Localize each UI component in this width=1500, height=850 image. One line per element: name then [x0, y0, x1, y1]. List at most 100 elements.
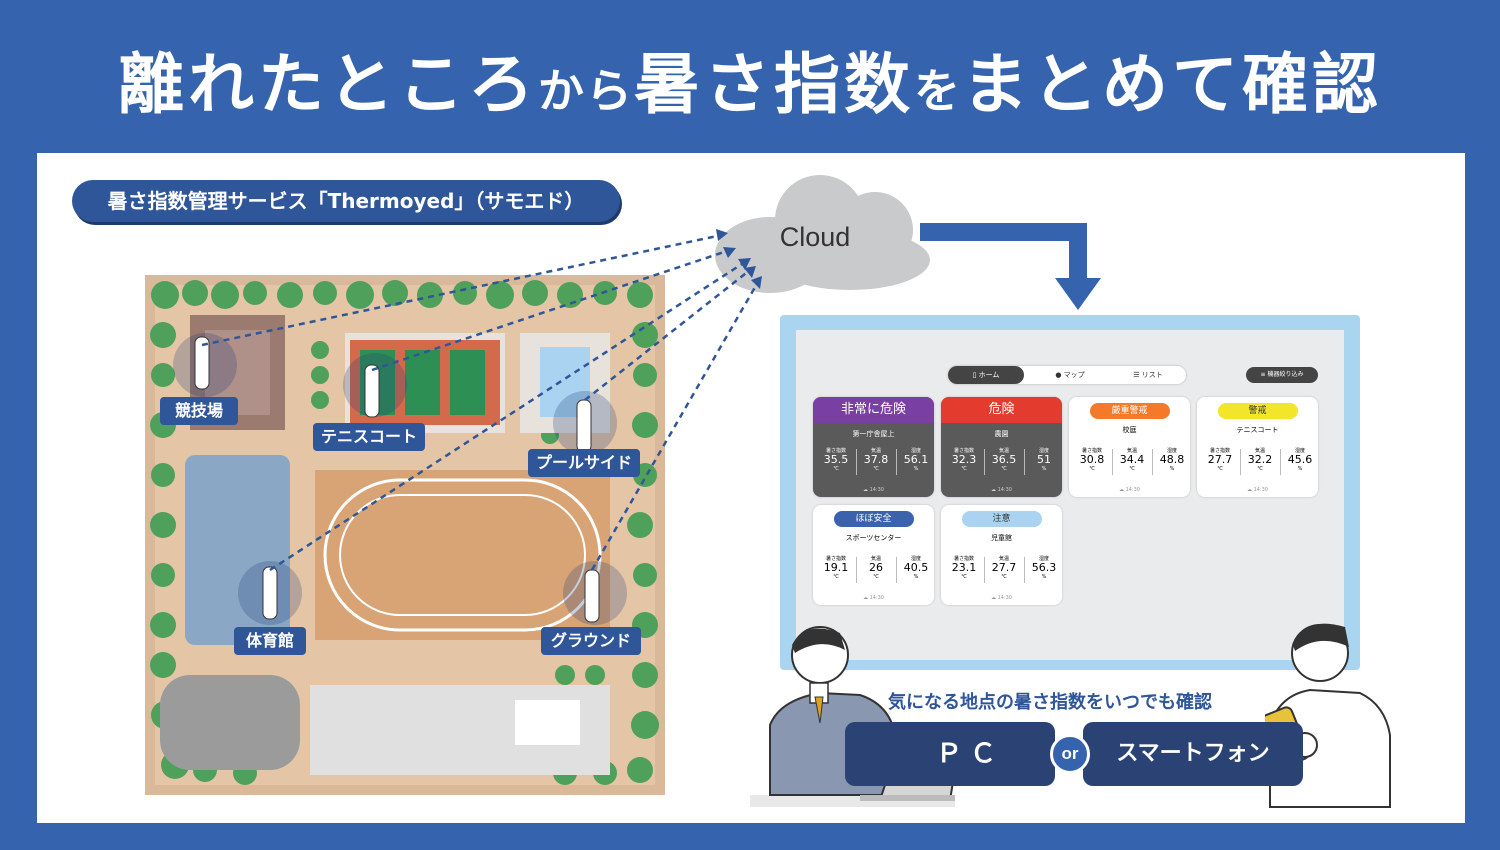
device-filter-label: 機器絞り込み	[1267, 371, 1304, 378]
location-label-gym: 体育館	[234, 627, 306, 655]
confirm-caption: 気になる地点の暑さ指数をいつでも確認	[888, 692, 1212, 713]
metric-label-temp: 気温	[998, 448, 1009, 454]
metric-label-temp: 気温	[870, 448, 881, 454]
tab-home-label: ホーム	[978, 371, 1000, 379]
card-time: 14:30	[1253, 487, 1268, 493]
cloud-icon: ☁	[862, 487, 870, 493]
temp-value: 26	[869, 561, 883, 574]
temp-value: 37.8	[863, 453, 889, 466]
temp-value: 27.7	[991, 561, 1017, 574]
unit: %	[1041, 466, 1047, 472]
humidity-value: 56.3	[1031, 561, 1057, 574]
title-part-3: 暑さ指数	[634, 46, 914, 123]
metric-label-wbgt: 暑さ指数	[1081, 448, 1102, 454]
status-level: ほぼ安全	[833, 511, 914, 527]
location-label-tennis-court: テニスコート	[313, 423, 425, 451]
cloud-icon: ☁	[1118, 487, 1126, 493]
status-level: 危険	[941, 397, 1062, 423]
wbgt-value: 19.1	[823, 561, 849, 574]
unit: %	[1169, 466, 1175, 472]
title-part-2: から	[538, 64, 634, 118]
temp-value: 32.2	[1247, 453, 1273, 466]
metric-label-temp: 気温	[1254, 448, 1265, 454]
location-label-ground: グラウンド	[541, 627, 641, 655]
unit: ℃	[1129, 466, 1135, 472]
location-label-stadium: 競技場	[160, 397, 238, 425]
metric-label-humidity: 湿度	[1294, 448, 1305, 454]
wbgt-value: 30.8	[1079, 453, 1105, 466]
unit: ℃	[833, 466, 839, 472]
metric-label-temp: 気温	[998, 556, 1009, 562]
unit: ℃	[833, 574, 839, 580]
location-label-poolside: プールサイド	[528, 449, 640, 477]
unit: ℃	[1001, 574, 1007, 580]
card-place: 児童館	[991, 534, 1012, 542]
card-time: 14:30	[869, 487, 884, 493]
metric-label-humidity: 湿度	[910, 448, 921, 454]
card-place: 農園	[994, 430, 1009, 438]
or-badge: or	[1050, 734, 1090, 774]
card-place: スポーツセンター	[845, 534, 902, 542]
unit: ℃	[1217, 466, 1223, 472]
metric-label-humidity: 湿度	[1166, 448, 1177, 454]
pc-label: ＰＣ	[845, 722, 1055, 786]
filter-icon: ≡	[1260, 371, 1268, 378]
humidity-value: 48.8	[1159, 453, 1185, 466]
unit: ℃	[961, 574, 967, 580]
humidity-value: 40.5	[903, 561, 929, 574]
wbgt-value: 27.7	[1207, 453, 1233, 466]
status-level: 注意	[961, 511, 1042, 527]
metric-label-wbgt: 暑さ指数	[825, 448, 846, 454]
metric-label-wbgt: 暑さ指数	[953, 556, 974, 562]
thermometer-icon: ▯	[972, 371, 979, 379]
list-icon: ☰	[1133, 371, 1142, 379]
title-part-4: を	[914, 64, 962, 118]
campus-map	[145, 275, 665, 795]
unit: ℃	[873, 574, 879, 580]
cloud-label: Cloud	[779, 222, 851, 252]
page-title: 離れたところから暑さ指数をまとめて確認	[0, 40, 1500, 136]
card-time: 14:30	[1125, 487, 1140, 493]
metric-label-humidity: 湿度	[1038, 448, 1049, 454]
device-filter-button[interactable]: ≡ 機器絞り込み	[1246, 367, 1318, 383]
map-pin-icon: ●	[1055, 371, 1064, 379]
tab-list[interactable]: ☰ リスト	[1110, 366, 1186, 384]
wbgt-value: 35.5	[823, 453, 849, 466]
status-level: 厳重警戒	[1089, 403, 1170, 419]
card-time: 14:30	[997, 595, 1012, 601]
tab-map[interactable]: ● マップ	[1032, 366, 1108, 384]
cloud-icon: ☁	[862, 595, 870, 601]
unit: %	[913, 466, 919, 472]
temp-value: 34.4	[1119, 453, 1145, 466]
smartphone-label: スマートフォン	[1083, 722, 1303, 786]
humidity-value: 51	[1037, 453, 1051, 466]
cloud-graphic	[715, 175, 1101, 310]
unit: %	[1041, 574, 1047, 580]
wbgt-value: 23.1	[951, 561, 977, 574]
service-label: 暑さ指数管理サービス「Thermoyed」（サモエド）	[72, 180, 620, 222]
app-nav-bar: ▯ ホーム ● マップ ☰ リスト	[948, 366, 1186, 384]
cloud-icon: ☁	[1246, 487, 1254, 493]
status-level: 非常に危険	[813, 397, 934, 423]
unit: ℃	[961, 466, 967, 472]
unit: %	[1297, 466, 1303, 472]
status-level: 警戒	[1217, 403, 1298, 419]
tab-map-label: マップ	[1063, 371, 1085, 379]
unit: ℃	[873, 466, 879, 472]
wbgt-value: 32.3	[951, 453, 977, 466]
unit: ℃	[1001, 466, 1007, 472]
metric-label-wbgt: 暑さ指数	[825, 556, 846, 562]
metric-label-wbgt: 暑さ指数	[1209, 448, 1230, 454]
card-place: 第一庁舎屋上	[852, 430, 895, 438]
unit: ℃	[1089, 466, 1095, 472]
metric-label-humidity: 湿度	[1038, 556, 1049, 562]
tab-home[interactable]: ▯ ホーム	[948, 366, 1024, 384]
title-part-5: まとめて確認	[962, 46, 1382, 123]
